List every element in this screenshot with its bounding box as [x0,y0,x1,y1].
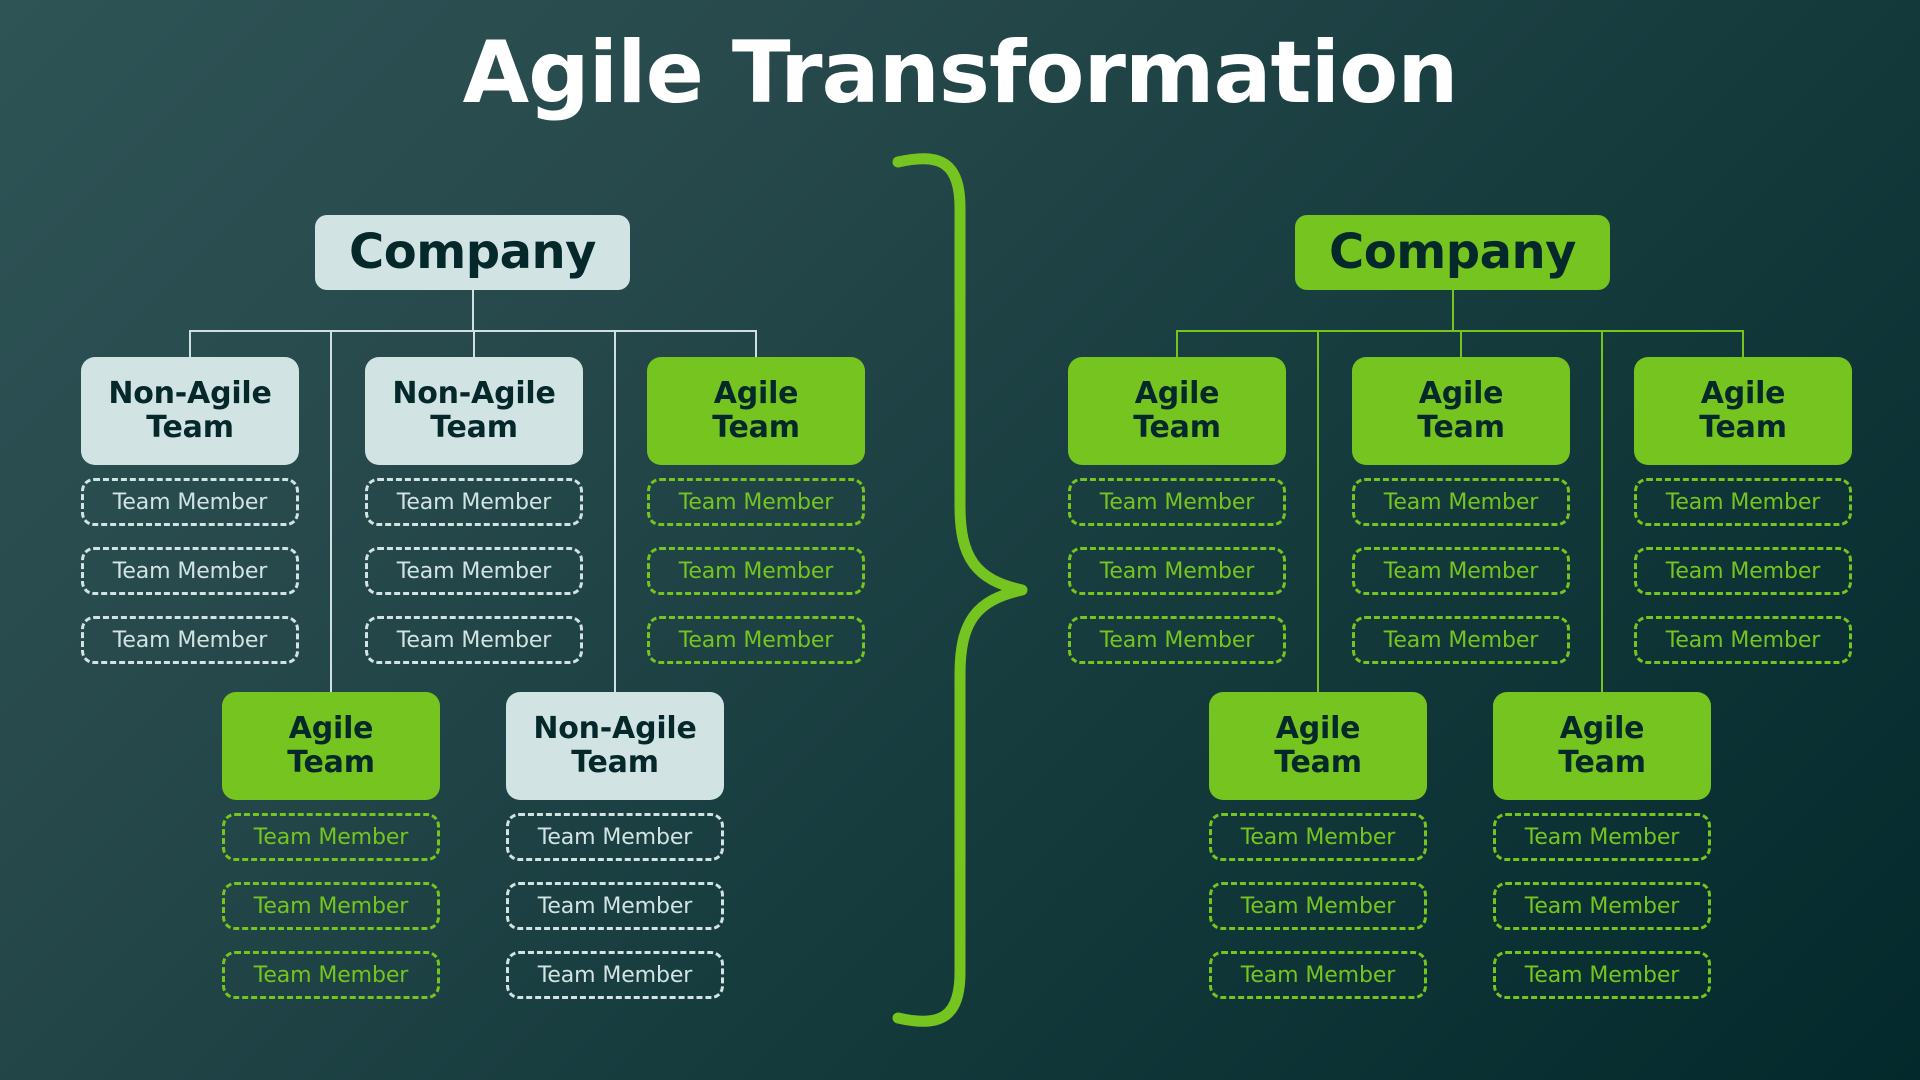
before-team-member[interactable]: Team Member [506,813,724,861]
before-team-box[interactable]: Non-Agile Team [506,692,724,800]
after-tail-0 [1317,330,1319,692]
after-team-member[interactable]: Team Member [1634,616,1852,664]
curly-brace-icon [880,150,1040,1030]
after-team-box[interactable]: Agile Team [1493,692,1711,800]
before-team-member[interactable]: Team Member [365,547,583,595]
after-team-member[interactable]: Team Member [1634,478,1852,526]
before-team-box[interactable]: Non-Agile Team [81,357,299,465]
before-team-member[interactable]: Team Member [222,813,440,861]
after-team-member[interactable]: Team Member [1209,882,1427,930]
before-team-member[interactable]: Team Member [647,547,865,595]
after-team-member[interactable]: Team Member [1493,813,1711,861]
after-drop-0 [1176,330,1178,357]
before-team-member[interactable]: Team Member [81,547,299,595]
after-team-member[interactable]: Team Member [1209,951,1427,999]
before-team-member[interactable]: Team Member [365,616,583,664]
before-drop-2 [755,330,757,357]
before-team-member[interactable]: Team Member [506,951,724,999]
before-team-member[interactable]: Team Member [81,478,299,526]
before-team-member[interactable]: Team Member [81,616,299,664]
after-drop-1 [1460,330,1462,357]
before-team-box[interactable]: Agile Team [222,692,440,800]
before-team-member[interactable]: Team Member [647,616,865,664]
after-team-box[interactable]: Agile Team [1352,357,1570,465]
after-team-member[interactable]: Team Member [1209,813,1427,861]
before-team-box[interactable]: Non-Agile Team [365,357,583,465]
after-team-box[interactable]: Agile Team [1068,357,1286,465]
after-team-member[interactable]: Team Member [1493,951,1711,999]
after-team-box[interactable]: Agile Team [1209,692,1427,800]
before-drop-1 [473,330,475,357]
after-team-member[interactable]: Team Member [1352,547,1570,595]
after-team-member[interactable]: Team Member [1352,478,1570,526]
before-team-box[interactable]: Agile Team [647,357,865,465]
after-team-member[interactable]: Team Member [1068,547,1286,595]
before-root-stem [471,290,474,330]
before-team-member[interactable]: Team Member [647,478,865,526]
before-team-member[interactable]: Team Member [222,951,440,999]
before-company-box[interactable]: Company [315,215,630,290]
before-drop-0 [189,330,191,357]
after-tail-1 [1601,330,1603,692]
after-team-box[interactable]: Agile Team [1634,357,1852,465]
before-tail-1 [614,330,616,692]
before-tail-0 [330,330,332,692]
after-team-member[interactable]: Team Member [1634,547,1852,595]
after-team-member[interactable]: Team Member [1352,616,1570,664]
after-root-stem [1451,290,1454,330]
after-team-member[interactable]: Team Member [1068,616,1286,664]
after-team-member[interactable]: Team Member [1068,478,1286,526]
page-title: Agile Transformation [462,23,1459,123]
after-company-box[interactable]: Company [1295,215,1610,290]
after-drop-2 [1742,330,1744,357]
before-team-member[interactable]: Team Member [365,478,583,526]
before-team-member[interactable]: Team Member [222,882,440,930]
before-team-member[interactable]: Team Member [506,882,724,930]
after-team-member[interactable]: Team Member [1493,882,1711,930]
